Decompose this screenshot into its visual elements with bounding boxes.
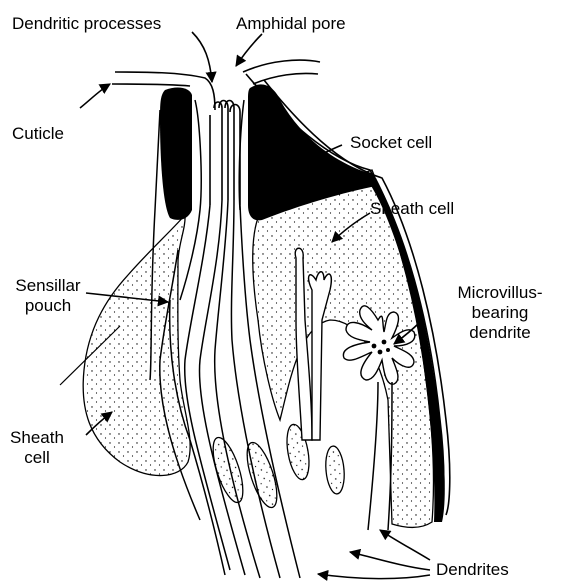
label-microvillus-line3: dendrite — [445, 323, 555, 343]
dendrite-cell-bodies — [207, 423, 346, 511]
left-sheath-cell — [83, 215, 190, 476]
label-socket-cell: Socket cell — [350, 133, 432, 153]
label-sensillar-pouch-line1: Sensillar — [8, 276, 88, 296]
dendrite-tips — [210, 101, 240, 206]
label-dendritic-processes: Dendritic processes — [12, 14, 161, 34]
label-dendrites: Dendrites — [436, 560, 509, 580]
label-sensillar-pouch: Sensillar pouch — [8, 276, 88, 316]
label-sheath-cell-left-line2: cell — [6, 448, 68, 468]
label-cuticle: Cuticle — [12, 124, 64, 144]
label-sheath-cell-left: Sheath cell — [6, 428, 68, 468]
label-sheath-cell-left-line1: Sheath — [6, 428, 68, 448]
finger-dendrites — [295, 248, 331, 440]
label-microvillus-line2: bearing — [445, 303, 555, 323]
label-sensillar-pouch-line2: pouch — [8, 296, 88, 316]
label-microvillus-bearing-dendrite: Microvillus- bearing dendrite — [445, 283, 555, 343]
label-microvillus-line1: Microvillus- — [445, 283, 555, 303]
label-sheath-cell-right: Sheath cell — [370, 199, 454, 219]
label-amphidal-pore: Amphidal pore — [236, 14, 346, 34]
